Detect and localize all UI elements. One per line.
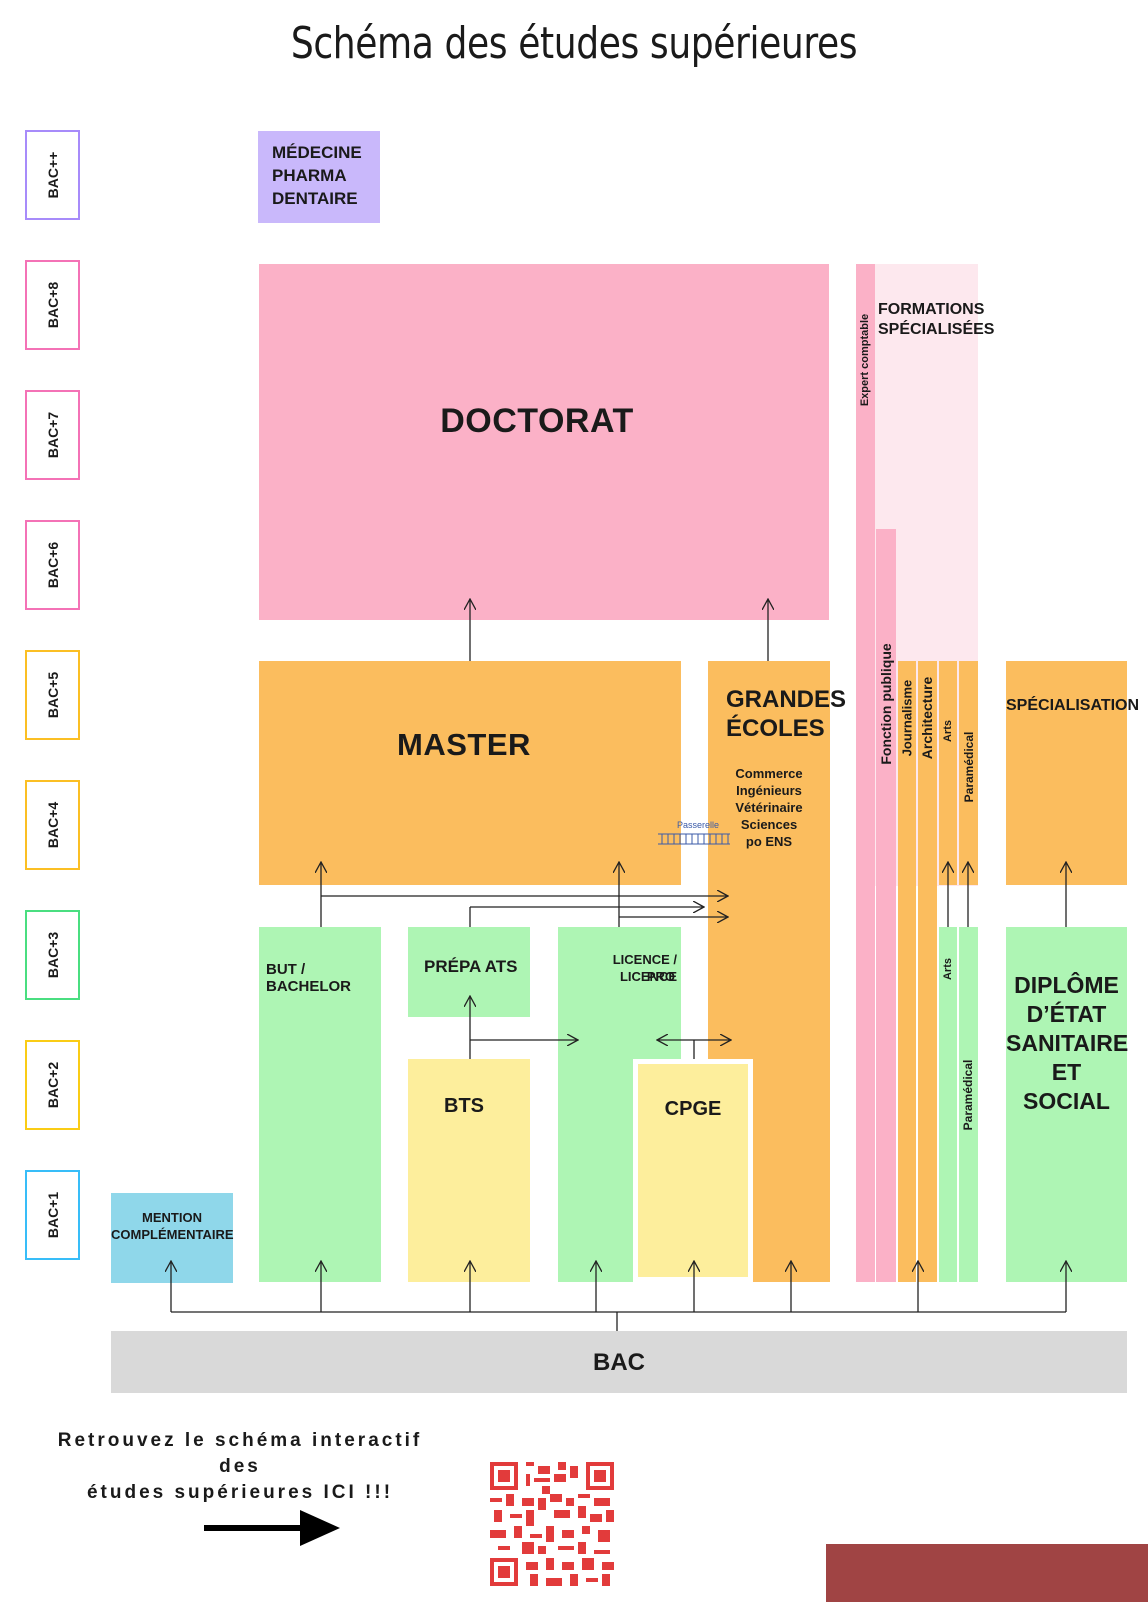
ecoles-label: ÉCOLES	[726, 715, 825, 742]
cta-line-2: études supérieures ICI !!!	[86, 1482, 394, 1503]
diplome-etat-box[interactable]: DIPLÔME D’ÉTAT SANITAIRE ET SOCIAL	[1006, 927, 1129, 1282]
mention-complementaire-box[interactable]: MENTION COMPLÉMENTAIRE	[111, 1193, 234, 1283]
complementaire-label: COMPLÉMENTAIRE	[111, 1227, 234, 1242]
master-box[interactable]: MASTER	[259, 661, 681, 885]
doctorat-label: DOCTORAT	[440, 402, 634, 440]
paramedical-bottom-column[interactable]: Paramédical	[959, 927, 978, 1282]
cpge-label: CPGE	[664, 1098, 722, 1120]
level-bac-1: BAC+1	[25, 1170, 80, 1260]
cpge-box[interactable]: CPGE	[633, 1059, 753, 1282]
but-bachelor-box[interactable]: BUT / BACHELOR	[259, 927, 381, 1282]
specialisation-label: SPÉCIALISATION	[1006, 697, 1140, 714]
pharma-label: PHARMA	[272, 166, 347, 185]
specialisation-box[interactable]: SPÉCIALISATION	[1006, 661, 1140, 885]
diplome-label: DIPLÔME	[1014, 972, 1119, 998]
licence-label: LICENCE / LICENCE	[612, 952, 677, 984]
architecture-column[interactable]: Architecture	[918, 661, 937, 1282]
mention-label: MENTION	[142, 1210, 202, 1225]
bts-label: BTS	[444, 1095, 484, 1117]
licence-pro-label: PRO	[646, 969, 675, 984]
arts-top-column[interactable]: Arts	[939, 661, 957, 885]
specialisees-label: SPÉCIALISÉES	[878, 321, 995, 338]
level-bac-4: BAC+4	[25, 780, 80, 870]
detat-label: D’ÉTAT	[1026, 1001, 1107, 1027]
cta-text: Retrouvez le schéma interactif des étude…	[40, 1428, 440, 1506]
social-label: ET SOCIAL	[1023, 1059, 1110, 1114]
bac-label: BAC	[593, 1349, 645, 1376]
doctorat-box[interactable]: DOCTORAT	[259, 264, 829, 620]
journalisme-column[interactable]: Journalisme	[898, 661, 916, 1282]
prepa-ats-label: PRÉPA ATS	[424, 957, 518, 976]
level-bac-2: BAC+2	[25, 1040, 80, 1130]
arts-bottom-column[interactable]: Arts	[939, 927, 957, 1282]
formations-label: FORMATIONS	[878, 301, 985, 318]
qr-code-icon[interactable]	[490, 1462, 614, 1586]
level-bac-7: BAC+7	[25, 390, 80, 480]
right-arrow-icon	[204, 1510, 340, 1546]
commerce-label: Commerce	[735, 766, 803, 781]
medecine-box[interactable]: MÉDECINE PHARMA DENTAIRE	[258, 131, 380, 223]
cta-line-1: Retrouvez le schéma interactif des	[57, 1430, 423, 1477]
po-ens-label: po ENS	[745, 834, 793, 849]
fonction-publique-column[interactable]: Fonction publique	[876, 529, 896, 1282]
sciences-label: Sciences	[740, 817, 798, 832]
prepa-ats-box[interactable]: PRÉPA ATS	[408, 927, 530, 1017]
expert-comptable-column[interactable]: Expert comptable	[856, 264, 875, 1282]
level-bac-8: BAC+8	[25, 260, 80, 350]
but-bachelor-label: BUT / BACHELOR	[266, 961, 351, 995]
medecine-label: MÉDECINE	[272, 143, 362, 162]
sanitaire-label: SANITAIRE	[1006, 1030, 1129, 1056]
master-label: MASTER	[397, 727, 531, 762]
page-title: Schéma des études supérieures	[290, 18, 858, 69]
passerelle-label: Passerelle	[676, 820, 720, 830]
bts-box[interactable]: BTS	[408, 1059, 530, 1282]
level-bac-5: BAC+5	[25, 650, 80, 740]
level-bac-3: BAC+3	[25, 910, 80, 1000]
grandes-label: GRANDES	[726, 686, 847, 713]
bac-box[interactable]: BAC	[111, 1331, 1127, 1393]
level-bac-6: BAC+6	[25, 520, 80, 610]
level-bac-plus-plus: BAC++	[25, 130, 80, 220]
paramedical-top-column[interactable]: Paramédical	[959, 661, 978, 885]
veterinaire-label: Vétérinaire	[735, 800, 803, 815]
corner-decoration	[826, 1544, 1148, 1602]
ingenieurs-label: Ingénieurs	[736, 783, 802, 798]
passerelle-ladder-icon	[658, 833, 730, 845]
dentaire-label: DENTAIRE	[272, 189, 358, 208]
